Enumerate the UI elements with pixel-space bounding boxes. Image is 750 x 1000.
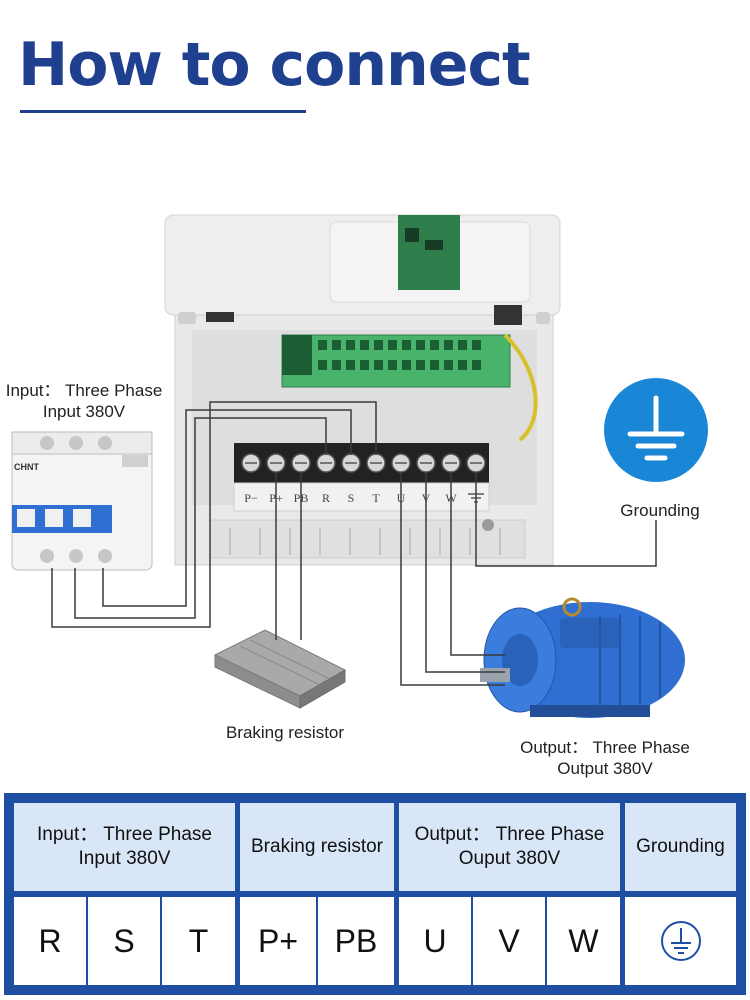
- header-input-line1: Input： Three Phase: [37, 824, 212, 845]
- header-output: Output： Three Phase Ouput 380V: [399, 803, 620, 891]
- control-terminals: [318, 340, 481, 370]
- grounding-icon: [604, 378, 708, 482]
- terminal-label: P−: [244, 491, 258, 505]
- cell-t: T: [162, 897, 235, 985]
- header-braking: Braking resistor: [240, 803, 394, 891]
- output-label-line2: Output 380V: [557, 759, 653, 778]
- power-terminals: P− P+ PB R S T U V W: [241, 453, 486, 505]
- terminal-label: T: [372, 491, 380, 505]
- header-input: Input： Three Phase Input 380V: [14, 803, 235, 891]
- title-underline: [20, 110, 306, 113]
- terminal-label: S: [348, 491, 355, 505]
- input-label-line2: Input 380V: [42, 402, 126, 421]
- header-output-line2: Ouput 380V: [458, 848, 561, 869]
- breaker-brand: CHNT: [14, 462, 39, 472]
- cell-s: S: [88, 897, 160, 985]
- inverter-body: [164, 214, 561, 566]
- cell-p-plus: P+: [240, 897, 316, 985]
- output-label: Output： Three Phase Output 380V: [500, 737, 710, 779]
- terminal-table: Input： Three Phase Input 380V Braking re…: [4, 793, 746, 995]
- connection-diagram: P− P+ PB R S T U V W CHNT: [11, 214, 708, 718]
- output-label-line1: Output： Three Phase: [520, 738, 690, 757]
- ground-icon: [660, 921, 701, 961]
- cell-pb: PB: [318, 897, 394, 985]
- circuit-breaker: CHNT: [11, 431, 153, 571]
- header-input-line2: Input 380V: [78, 848, 171, 869]
- wiring: [51, 401, 657, 686]
- input-label-line1: Input： Three Phase: [5, 381, 163, 400]
- cell-u: U: [399, 897, 471, 985]
- terminal-label: R: [322, 491, 330, 505]
- page-title: How to connect: [18, 30, 531, 100]
- cell-r: R: [14, 897, 86, 985]
- cell-v: V: [473, 897, 545, 985]
- grounding-label: Grounding: [620, 501, 700, 520]
- motor: [480, 597, 685, 718]
- header-grounding: Grounding: [625, 803, 736, 891]
- braking-resistor-label: Braking resistor: [225, 723, 345, 742]
- cell-w: W: [547, 897, 620, 985]
- header-output-line1: Output： Three Phase: [414, 824, 605, 845]
- braking-resistor: [213, 629, 347, 709]
- cell-ground: [625, 897, 736, 985]
- input-label: Input： Three Phase Input 380V: [4, 380, 164, 422]
